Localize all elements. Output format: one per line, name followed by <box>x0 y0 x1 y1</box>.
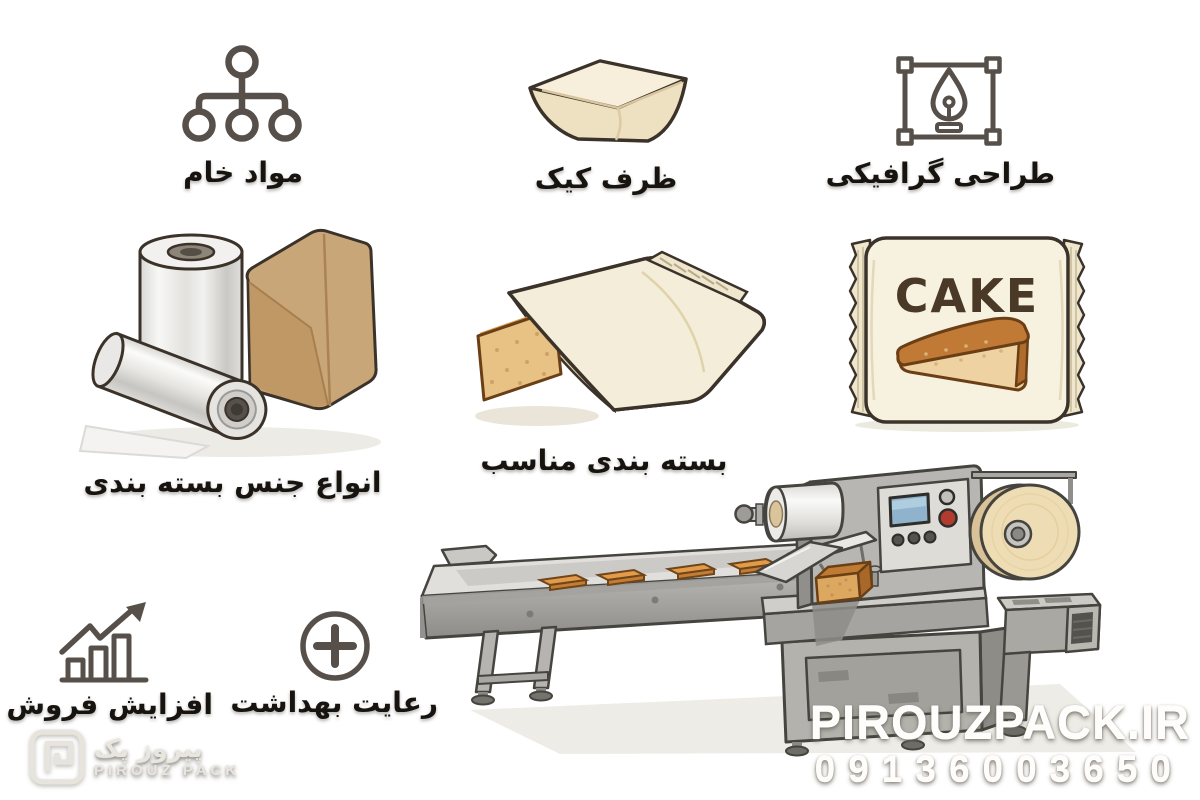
infeed-cake-loaf <box>814 560 874 605</box>
sales-increase-label: افزایش فروش <box>6 688 213 721</box>
infeed-conveyor <box>420 540 850 706</box>
logo-icon <box>29 729 85 785</box>
package-front-lip <box>507 250 766 412</box>
phone-watermark: 09136003650 <box>814 748 1184 789</box>
conveyor-end-guard <box>440 544 498 567</box>
raw-materials-label: مواد خام <box>183 156 303 189</box>
cake-tray-illustration <box>528 59 688 143</box>
packaging-materials-label: انواع جنس بسته بندی <box>83 466 382 499</box>
cake-brand-text: CAKE <box>895 269 1039 323</box>
cake-container-label: ظرف کیک <box>534 162 678 195</box>
red-button <box>938 508 958 528</box>
cake-shadow <box>475 406 599 426</box>
paper-bag <box>245 228 378 411</box>
cake-package-illustration: CAKE <box>848 236 1086 432</box>
top-bar <box>971 471 1077 479</box>
pen-tool-icon <box>896 56 1002 146</box>
cake-slice <box>896 316 1030 392</box>
hygiene-label: رعایت بهداشت <box>230 686 438 719</box>
logo-persian-text: پیروز پک <box>94 734 203 763</box>
front-film-roll <box>91 331 268 440</box>
plus-circle-icon <box>300 611 370 681</box>
logo-latin-text: PIROUZ PACK <box>94 761 241 779</box>
pirouz-pack-logo: پیروز پک PIROUZ PACK <box>28 728 240 786</box>
hierarchy-icon <box>182 45 302 142</box>
gray-button <box>938 488 956 506</box>
film-sheet <box>78 424 212 460</box>
packaging-machine-illustration <box>420 464 1136 757</box>
film-roll-left <box>734 481 845 543</box>
film-rolls-paper-bag-illustration <box>78 228 381 460</box>
wrapped-cake-illustration <box>475 250 766 426</box>
website-watermark: PIROUZPACK.IR <box>809 695 1190 748</box>
suitable-packaging-label: بسته بندی مناسب <box>480 444 728 477</box>
growth-chart-icon <box>59 602 149 683</box>
film-roll-right <box>968 483 1081 581</box>
discharge-conveyor <box>996 592 1102 737</box>
graphic-design-label: طراحی گرافیکی <box>825 157 1055 190</box>
